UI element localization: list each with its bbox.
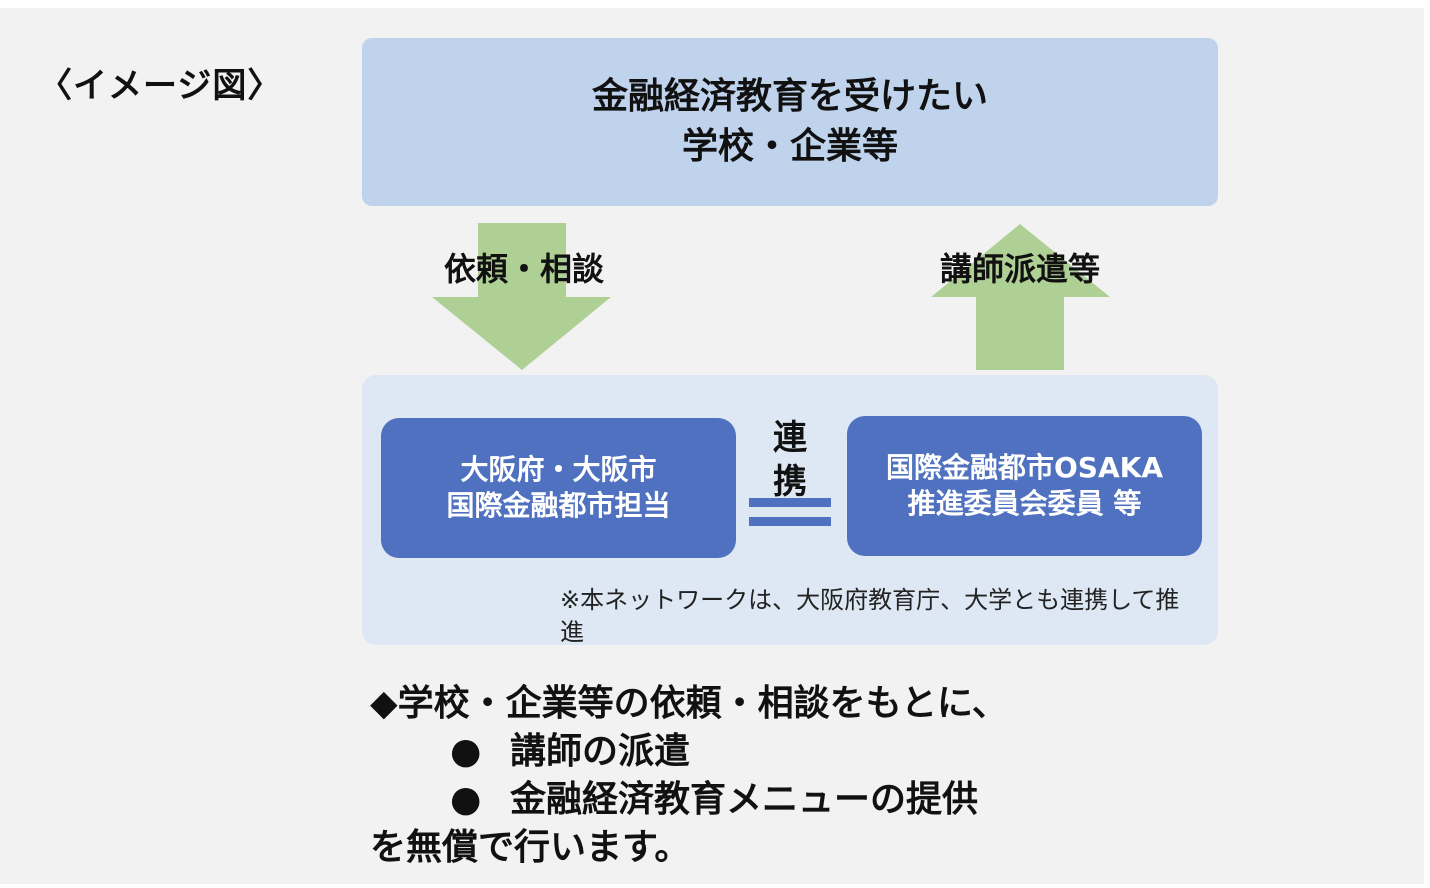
down-arrow	[432, 223, 611, 370]
osaka-committee-box: 国際金融都市OSAKA 推進委員会委員 等	[847, 416, 1202, 556]
osaka-government-line1: 大阪府・大阪市	[460, 453, 657, 486]
equals-bar-bottom	[749, 517, 831, 526]
equals-bar-top	[749, 498, 831, 507]
osaka-government-line2: 国際金融都市担当	[446, 489, 671, 522]
network-note: ※本ネットワークは、大阪府教育庁、大学とも連携して推進	[560, 586, 1180, 646]
cooperation-char1: 連	[773, 418, 807, 458]
schools-companies-line1: 金融経済教育を受けたい	[591, 76, 988, 117]
osaka-government-box: 大阪府・大阪市 国際金融都市担当	[381, 418, 736, 558]
summary-item-dispatch: ● 講師の派遣	[370, 728, 1008, 776]
bullet-2: ●	[450, 779, 482, 820]
osaka-committee-line1: 国際金融都市OSAKA	[885, 451, 1163, 484]
cooperation-label: 連 携	[770, 416, 810, 504]
cooperation-char2: 携	[773, 462, 807, 502]
summary-outro: を無償で行います。	[370, 827, 691, 868]
up-arrow	[931, 224, 1110, 370]
schools-companies-box: 金融経済教育を受けたい 学校・企業等	[362, 38, 1218, 206]
summary-intro: ◆学校・企業等の依頼・相談をもとに、	[370, 683, 1008, 724]
arrows-layer	[432, 223, 1110, 370]
diagram-page: 〈イメージ図〉 金融経済教育を受けたい 学校・企業等 依頼・相談 講師派遣等 大…	[0, 8, 1424, 884]
summary-item-dispatch-text: 講師の派遣	[510, 731, 691, 772]
image-label: 〈イメージ図〉	[38, 66, 283, 106]
summary-text: ◆学校・企業等の依頼・相談をもとに、 ● 講師の派遣 ● 金融経済教育メニューの提供…	[370, 680, 1008, 872]
osaka-committee-line2: 推進委員会委員 等	[907, 487, 1142, 520]
schools-companies-line2: 学校・企業等	[681, 126, 898, 167]
lecturer-dispatch-label: 講師派遣等	[940, 250, 1101, 288]
summary-item-menu: ● 金融経済教育メニューの提供	[370, 776, 1008, 824]
request-consult-label: 依頼・相談	[444, 250, 605, 288]
bullet-1: ●	[450, 731, 482, 772]
summary-item-menu-text: 金融経済教育メニューの提供	[510, 779, 979, 820]
